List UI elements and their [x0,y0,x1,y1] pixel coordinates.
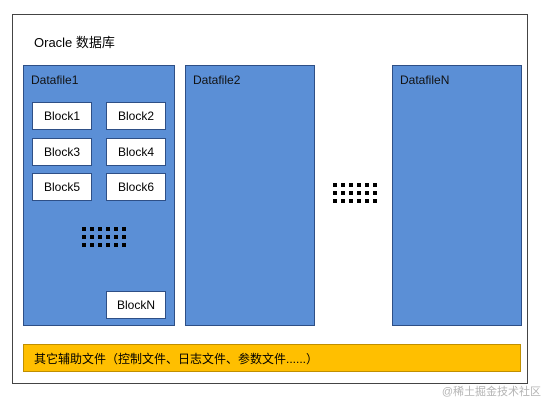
ellipsis-dot [122,235,126,239]
block-4: Block4 [106,138,166,166]
ellipsis-dot [90,243,94,247]
ellipsis-dot [122,227,126,231]
ellipsis-dot [82,235,86,239]
ellipsis-datafiles [333,183,377,203]
ellipsis-dot [106,243,110,247]
ellipsis-dot [106,227,110,231]
ellipsis-dot [333,183,337,187]
ellipsis-dot [82,243,86,247]
ellipsis-dot [341,183,345,187]
ellipsis-dot [373,191,377,195]
ellipsis-dot [98,243,102,247]
block-5: Block5 [32,173,92,201]
ellipsis-dot [122,243,126,247]
block-1: Block1 [32,102,92,130]
ellipsis-dot [349,199,353,203]
ellipsis-dot [341,199,345,203]
ellipsis-dot [365,183,369,187]
block-n: BlockN [106,291,166,319]
ellipsis-dot [341,191,345,195]
auxiliary-files-bar: 其它辅助文件（控制文件、日志文件、参数文件......） [23,344,521,372]
ellipsis-dot [365,199,369,203]
ellipsis-dot [373,183,377,187]
datafile-2-label: Datafile2 [193,73,241,87]
datafile-n-label: DatafileN [400,73,450,87]
ellipsis-dot [114,243,118,247]
ellipsis-dot [357,199,361,203]
block-6: Block6 [106,173,166,201]
ellipsis-dot [98,235,102,239]
ellipsis-dot [357,191,361,195]
diagram-title: Oracle 数据库 [34,35,115,50]
ellipsis-dot [333,191,337,195]
ellipsis-dot [349,183,353,187]
ellipsis-dot [333,199,337,203]
ellipsis-dot [82,227,86,231]
ellipsis-dot [106,235,110,239]
ellipsis-dot [349,191,353,195]
ellipsis-dot [114,227,118,231]
datafile-1-label: Datafile1 [31,73,79,87]
ellipsis-dot [373,199,377,203]
auxiliary-files-label: 其它辅助文件（控制文件、日志文件、参数文件......） [34,351,319,366]
watermark: @稀土掘金技术社区 [441,386,541,398]
ellipsis-dot [90,235,94,239]
ellipsis-dot [90,227,94,231]
ellipsis-blocks [82,227,126,247]
ellipsis-dot [357,183,361,187]
block-2: Block2 [106,102,166,130]
ellipsis-dot [98,227,102,231]
datafile-2: Datafile2 [185,65,315,326]
block-3: Block3 [32,138,92,166]
datafile-1: Datafile1 Block1 Block2 Block3 Block4 Bl… [23,65,175,326]
datafile-n: DatafileN [392,65,522,326]
ellipsis-dot [114,235,118,239]
ellipsis-dot [365,191,369,195]
